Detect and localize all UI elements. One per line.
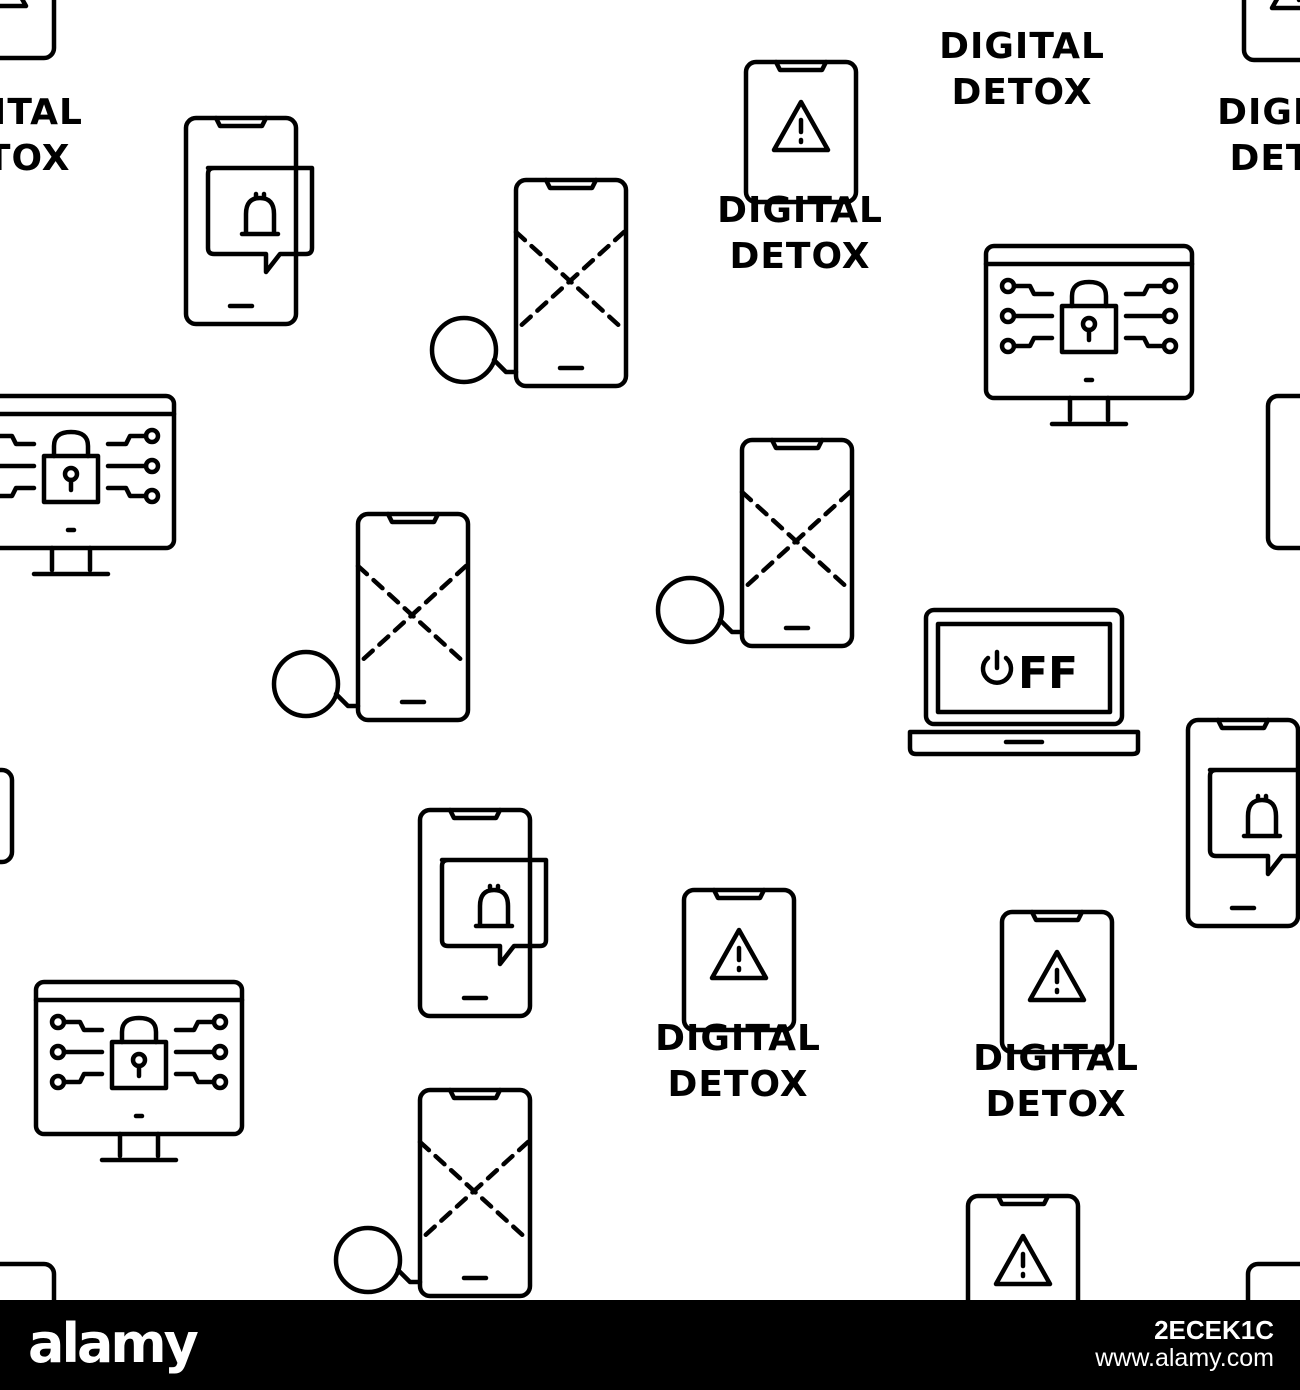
svg-text:DETOX: DETOX xyxy=(985,1084,1126,1125)
phone-edge-icon xyxy=(0,767,15,865)
svg-text:DETOX: DETOX xyxy=(667,1064,808,1105)
svg-text:DETOX: DETOX xyxy=(1229,138,1300,179)
digital-detox-label: DIGITAL DETOX xyxy=(1217,92,1300,179)
svg-text:DIGITAL: DIGITAL xyxy=(655,1018,821,1059)
phone-warning-icon xyxy=(684,890,794,1030)
phone-edge-icon xyxy=(1265,393,1300,551)
phone-bell-icon xyxy=(420,810,546,1016)
digital-detox-label: DIGITAL DETOX xyxy=(939,26,1105,113)
digital-detox-label: DIGITAL DETOX xyxy=(0,92,83,179)
monitor-lock-icon xyxy=(0,396,174,574)
svg-text:DETOX: DETOX xyxy=(0,138,71,179)
phone-warning-icon xyxy=(746,62,856,202)
svg-text:DIGITAL: DIGITAL xyxy=(973,1038,1139,1079)
phone-warning-icon xyxy=(968,1196,1078,1300)
phone-chained-icon xyxy=(432,180,626,386)
phone-warning-icon xyxy=(1002,912,1112,1052)
image-id: 2ECEK1C xyxy=(1154,1315,1274,1345)
seamless-pattern: FF DIGITAL DETOX DIGITAL DETOX DIGITAL D… xyxy=(0,0,1300,1300)
phone-bell-icon xyxy=(1188,720,1300,926)
svg-text:DETOX: DETOX xyxy=(729,236,870,277)
phone-chained-icon xyxy=(274,514,468,720)
phone-chained-icon xyxy=(658,440,852,646)
svg-text:DIGITAL: DIGITAL xyxy=(939,26,1105,67)
svg-text:DETOX: DETOX xyxy=(951,72,1092,113)
monitor-lock-icon xyxy=(986,246,1192,424)
monitor-lock-icon xyxy=(36,982,242,1160)
svg-text:DIGITAL: DIGITAL xyxy=(717,190,883,231)
digital-detox-label: DIGITAL DETOX xyxy=(973,1038,1139,1125)
off-label: FF xyxy=(1018,648,1078,699)
stock-info: 2ECEK1C www.alamy.com xyxy=(1095,1316,1274,1372)
digital-detox-label: DIGITAL DETOX xyxy=(717,190,883,277)
site-url: www.alamy.com xyxy=(1095,1344,1274,1372)
phone-warning-icon xyxy=(1244,0,1300,60)
watermark-bar: alamy 2ECEK1C www.alamy.com xyxy=(0,1300,1300,1390)
svg-text:DIGITAL: DIGITAL xyxy=(0,92,83,133)
phone-bell-icon xyxy=(186,118,312,324)
phone-edge-icon xyxy=(1245,1261,1300,1300)
phone-chained-icon xyxy=(336,1090,530,1296)
phone-warning-icon xyxy=(0,0,54,58)
svg-text:DIGITAL: DIGITAL xyxy=(1217,92,1300,133)
digital-detox-label: DIGITAL DETOX xyxy=(655,1018,821,1105)
brand-logo: alamy xyxy=(28,1312,199,1375)
phone-edge-icon xyxy=(0,1261,57,1300)
